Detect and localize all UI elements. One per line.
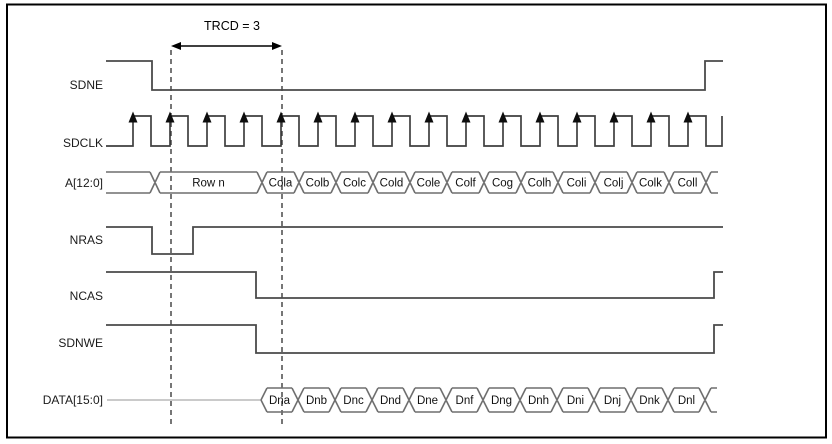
clock-edge-arrow-icon	[609, 111, 619, 123]
clock-edge-arrow-icon	[165, 111, 175, 123]
signal-label-sdne: SDNE	[70, 78, 103, 92]
clock-edge-arrow-icon	[276, 111, 286, 123]
a-bus-segment-label: Coll	[678, 178, 698, 190]
data-bus-segment-label: Dng	[491, 395, 512, 407]
trcd-dimension-arrow	[171, 42, 282, 50]
a-bus-segment-label: Colh	[528, 178, 552, 190]
sdclk-waveform	[106, 115, 723, 147]
signal-label-a-bus: A[12:0]	[65, 176, 103, 190]
data-bus-segment-label: Dnh	[528, 395, 549, 407]
sdnwe-waveform	[106, 324, 723, 354]
clock-edge-arrow-icon	[387, 111, 397, 123]
a-bus-segment-label: Cold	[380, 178, 404, 190]
a-bus-segment-label: Colk	[639, 178, 662, 190]
a-bus-segment-label: Cog	[492, 178, 513, 190]
a-bus-segment-label: Colb	[306, 178, 330, 190]
trcd-arrow-left-head	[171, 42, 181, 50]
dbus-outline	[260, 387, 717, 413]
signal-label-data-bus: DATA[15:0]	[43, 393, 103, 407]
data-bus-segment-label: Dnc	[343, 395, 364, 407]
a-bus-segment-label: Row n	[192, 178, 225, 190]
clock-edge-arrow-icon	[498, 111, 508, 123]
a-bus-segment-label: Coli	[567, 178, 587, 190]
abus-outline	[106, 171, 718, 194]
data-bus-segment-label: Dnd	[380, 395, 401, 407]
clock-edge-arrow-icon	[239, 111, 249, 123]
data-bus-waveform: Dna Dnb Dnc Dnd Dne Dnf Dng Dnh Dni Dnj Dnk Dnl	[260, 387, 717, 413]
data-bus-segment-label: Dnl	[678, 395, 695, 407]
signal-label-sdclk: SDCLK	[63, 136, 103, 150]
data-bus-segment-label: Dne	[417, 395, 438, 407]
clock-edge-arrow-icon	[683, 111, 693, 123]
sdne-waveform	[106, 60, 723, 91]
data-bus-segment-label: Dnj	[604, 395, 621, 407]
clock-edge-arrow-icon	[461, 111, 471, 123]
signal-label-sdnwe: SDNWE	[58, 336, 103, 350]
clock-edge-arrow-icon	[535, 111, 545, 123]
data-bus-segment-label: Dnf	[456, 395, 475, 407]
signal-label-nras: NRAS	[70, 233, 103, 247]
signal-label-ncas: NCAS	[70, 289, 103, 303]
clock-edge-arrow-icon	[424, 111, 434, 123]
clock-edge-arrow-icon	[128, 111, 138, 123]
a-bus-segment-label: Colj	[604, 178, 624, 190]
data-bus-segment-label: Dna	[269, 395, 291, 407]
sdclk-rising-edge-arrows	[128, 111, 693, 123]
a-bus-segment-label: Colf	[455, 178, 476, 190]
a-bus-waveform: Row n Cola Colb Colc Cold Cole Colf Cog Colh Coli…	[106, 171, 718, 194]
data-bus-segment-label: Dnk	[639, 395, 660, 407]
clock-edge-arrow-icon	[646, 111, 656, 123]
trcd-arrow-right-head	[272, 42, 282, 50]
diagram-border	[6, 3, 827, 439]
clock-edge-arrow-icon	[313, 111, 323, 123]
data-bus-segment-label: Dni	[567, 395, 584, 407]
clock-edge-arrow-icon	[202, 111, 212, 123]
clock-edge-arrow-icon	[572, 111, 582, 123]
a-bus-segment-label: Cola	[269, 178, 293, 190]
a-bus-segment-label: Colc	[343, 178, 366, 190]
clock-edge-arrow-icon	[350, 111, 360, 123]
trcd-annotation-label: TRCD = 3	[204, 19, 260, 33]
a-bus-segment-label: Cole	[417, 178, 441, 190]
nras-waveform	[106, 226, 723, 255]
data-bus-segment-label: Dnb	[306, 395, 327, 407]
ncas-waveform	[106, 271, 723, 299]
